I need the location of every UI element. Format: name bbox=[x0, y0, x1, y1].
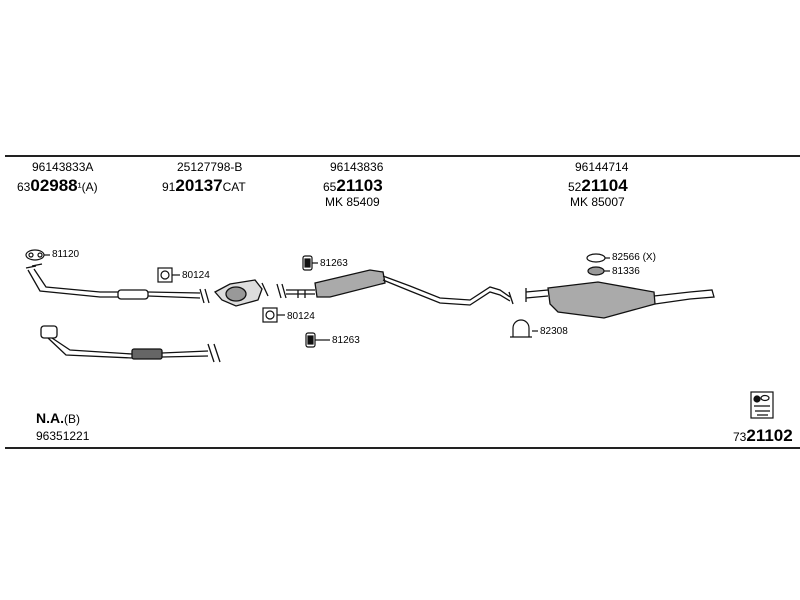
part-prefix-1: 63 bbox=[17, 180, 31, 194]
part-prefix-2: 91 bbox=[162, 180, 176, 194]
part-prefix-3: 65 bbox=[323, 180, 337, 194]
catalytic-converter bbox=[213, 279, 269, 307]
front-pipe-lower bbox=[40, 325, 221, 363]
mount-rubber-icon-81263-top bbox=[302, 255, 318, 271]
rear-silencer bbox=[525, 281, 715, 319]
callout-81263-bottom: 81263 bbox=[332, 335, 360, 346]
na-number: 96351221 bbox=[36, 429, 90, 443]
oe-number-4: 96144714 bbox=[575, 160, 629, 174]
part-main-2: 20137 bbox=[175, 176, 223, 195]
callout-81263-top: 81263 bbox=[320, 258, 348, 269]
oe-number-1: 96143833A bbox=[32, 160, 94, 174]
part-main-1: 02988 bbox=[30, 176, 78, 195]
kit-number: 7321102 bbox=[733, 426, 793, 446]
oe-number-3: 96143836 bbox=[330, 160, 384, 174]
footer-rule bbox=[5, 447, 800, 449]
callout-82308: 82308 bbox=[540, 326, 568, 337]
flange-icon-80124-top bbox=[157, 267, 180, 283]
kit-prefix: 73 bbox=[733, 430, 747, 444]
part-number-1: 6302988¹(A) bbox=[17, 176, 98, 196]
mk-number-3: MK 85409 bbox=[325, 195, 380, 209]
part-number-2: 9120137CAT bbox=[162, 176, 246, 196]
part-suffix-2: CAT bbox=[222, 180, 246, 194]
part-main-4: 21104 bbox=[581, 176, 628, 195]
callout-81336: 81336 bbox=[612, 266, 640, 277]
flange-icon-80124-bottom bbox=[262, 307, 285, 323]
kit-icon bbox=[750, 391, 774, 419]
callout-81120: 81120 bbox=[52, 249, 80, 260]
na-text: N.A. bbox=[36, 410, 64, 426]
header-rule bbox=[5, 155, 800, 157]
part-number-3: 6521103 bbox=[323, 176, 383, 196]
mount-rubber-icon-81263-bottom bbox=[305, 332, 330, 348]
clamp-icon-81336 bbox=[587, 266, 610, 276]
gasket-icon-82566 bbox=[586, 253, 610, 263]
front-pipe-upper bbox=[25, 263, 210, 304]
mk-number-4: MK 85007 bbox=[570, 195, 625, 209]
kit-main: 21102 bbox=[746, 426, 793, 445]
oe-number-2: 25127798-B bbox=[177, 160, 243, 174]
gasket-icon-81120 bbox=[25, 249, 50, 261]
callout-80124-bottom: 80124 bbox=[287, 311, 315, 322]
middle-silencer bbox=[276, 269, 514, 306]
na-label: N.A.(B) bbox=[36, 410, 80, 426]
callout-82566: 82566 (X) bbox=[612, 252, 656, 263]
part-main-3: 21103 bbox=[336, 176, 383, 195]
clamp-icon-82308 bbox=[510, 319, 538, 338]
callout-80124-top: 80124 bbox=[182, 270, 210, 281]
part-suffix-1: ¹(A) bbox=[77, 180, 98, 194]
part-prefix-4: 52 bbox=[568, 180, 582, 194]
part-number-4: 5221104 bbox=[568, 176, 628, 196]
na-suffix: (B) bbox=[64, 412, 80, 426]
